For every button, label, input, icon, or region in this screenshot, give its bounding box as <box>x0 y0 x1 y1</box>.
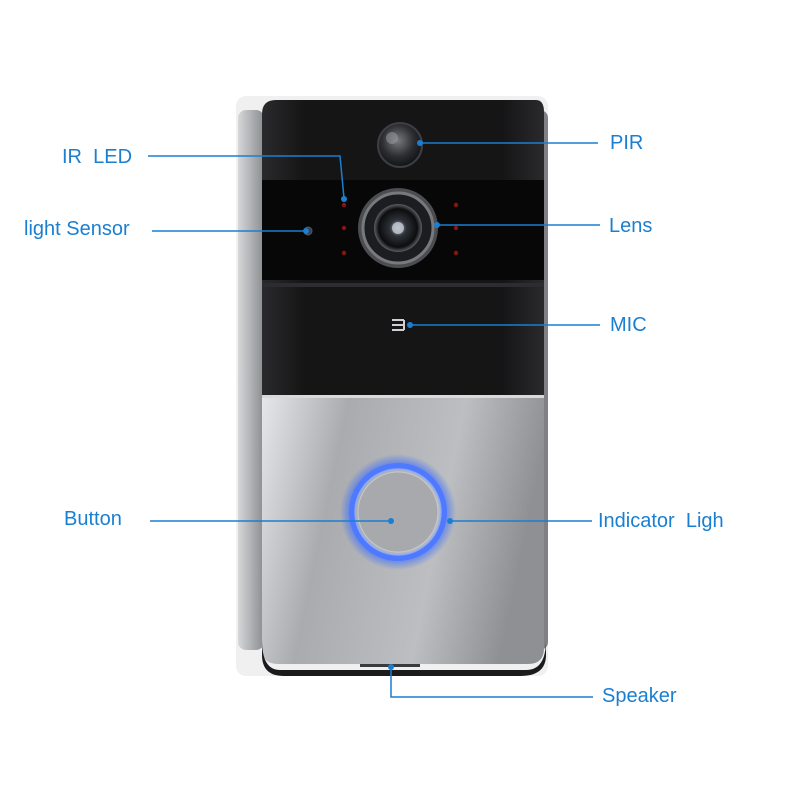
callout-dots <box>303 140 453 670</box>
label-ir-led: IR LED <box>62 146 133 168</box>
pir-sensor <box>377 122 423 168</box>
doorbell-device <box>236 96 548 676</box>
label-speaker: Speaker <box>602 685 677 707</box>
label-button: Button <box>64 508 122 530</box>
label-indicator-light: Indicator Ligh <box>598 510 724 532</box>
label-light-sensor: light Sensor <box>24 218 130 240</box>
callout-line-ir-led <box>148 155 345 199</box>
doorbell-button[interactable] <box>358 472 438 552</box>
label-mic: MIC <box>610 314 647 336</box>
ir-led-array <box>341 202 459 256</box>
indicator-light-ring <box>349 463 447 561</box>
callout-lines <box>148 142 600 698</box>
microphone <box>392 319 405 331</box>
device-side-left <box>238 110 264 650</box>
label-lens: Lens <box>609 215 653 237</box>
label-pir: PIR <box>610 132 644 154</box>
callout-line-speaker <box>390 667 593 698</box>
